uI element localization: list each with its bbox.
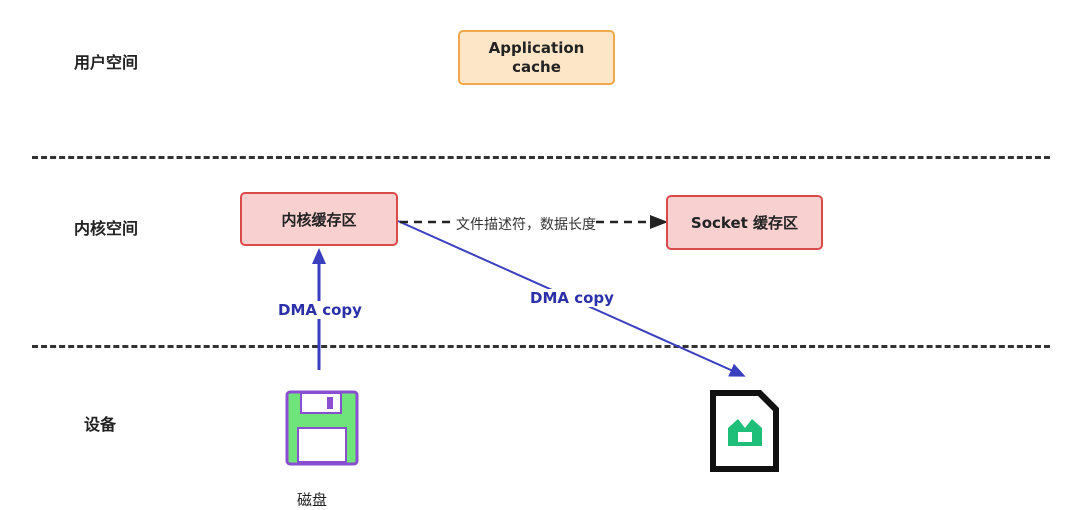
device-label: 设备 [84,415,117,434]
descriptor-length-label: 文件描述符，数据长度 [456,214,596,234]
user-kernel-divider [32,156,1050,159]
kernel-space-label: 内核空间 [74,219,139,238]
dma-copy-label-left: DMA copy [278,301,362,319]
socket-buffer-box: Socket 缓存区 [666,195,823,250]
network-card-icon [710,390,779,472]
dma-copy-label-right: DMA copy [530,289,614,307]
floppy-disk-icon [285,390,359,466]
disk-caption: 磁盘 [297,491,328,509]
user-space-label: 用户空间 [74,53,139,72]
kernel-device-divider [32,345,1050,348]
application-cache-box: Application cache [458,30,615,85]
kernel-buffer-box: 内核缓存区 [240,192,398,246]
